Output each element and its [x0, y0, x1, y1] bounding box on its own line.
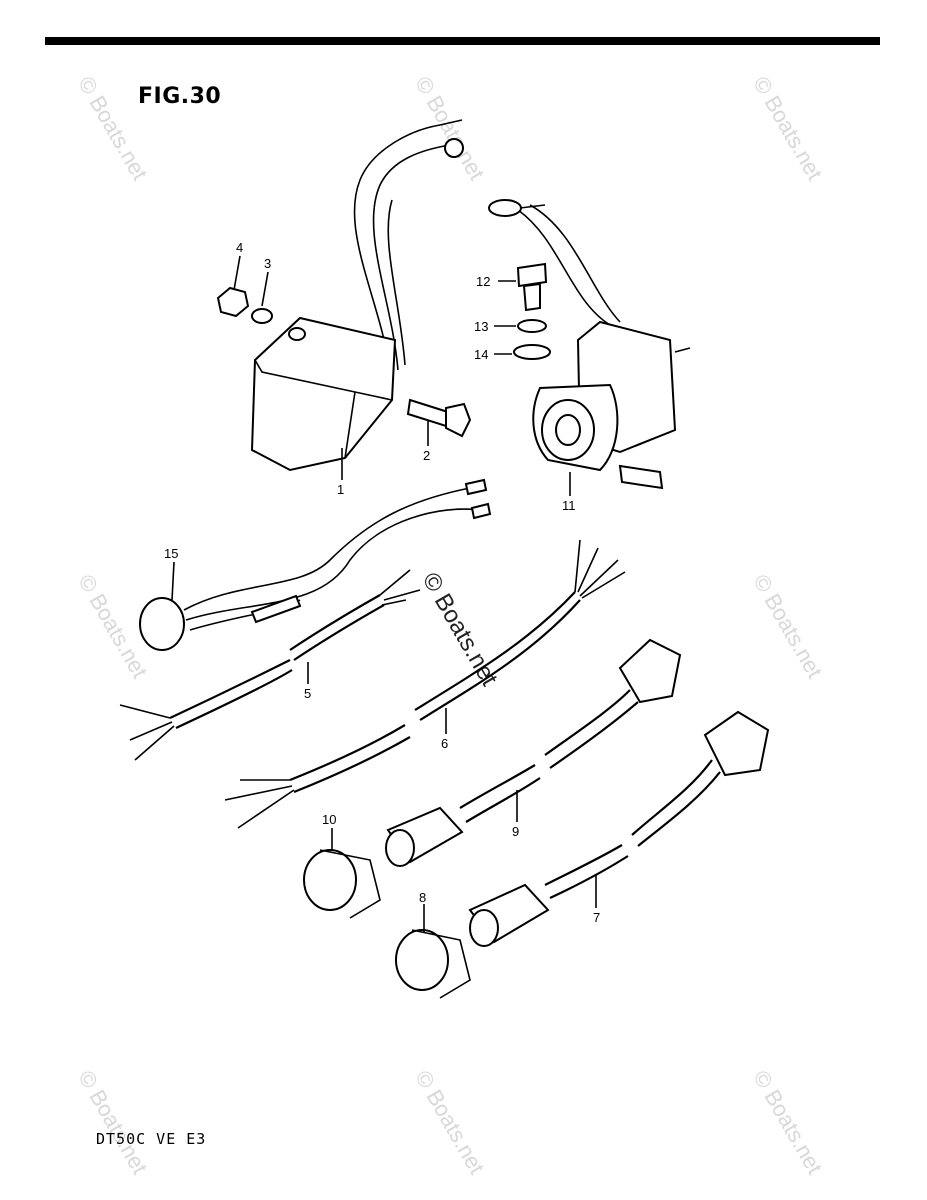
part-13-washer — [517, 319, 547, 333]
part-3-washer — [251, 308, 273, 324]
part-7-cable — [468, 710, 770, 947]
callout-6: 6 — [441, 736, 448, 751]
part-15-switch — [139, 478, 492, 651]
part-12-bolt — [516, 262, 548, 312]
part-10-cap — [303, 849, 381, 919]
part-14-washer — [513, 344, 551, 360]
callout-13: 13 — [474, 319, 488, 334]
callout-3: 3 — [264, 256, 271, 271]
callout-4: 4 — [236, 240, 243, 255]
callout-7: 7 — [593, 910, 600, 925]
callout-12: 12 — [476, 274, 490, 289]
model-code: DT50C VE E3 — [96, 1130, 207, 1148]
part-11-relay — [488, 199, 691, 490]
callout-1: 1 — [337, 482, 344, 497]
part-4-nut — [216, 286, 250, 318]
callout-14: 14 — [474, 347, 488, 362]
part-1-unit — [250, 119, 464, 472]
part-9-cable — [385, 638, 682, 867]
figure-title: FIG.30 — [138, 84, 222, 109]
top-border-bar — [45, 37, 880, 45]
part-6-harness — [224, 539, 626, 829]
callout-9: 9 — [512, 824, 519, 839]
callout-2: 2 — [423, 448, 430, 463]
part-5-harness — [119, 569, 421, 761]
callout-15: 15 — [164, 546, 178, 561]
callout-10: 10 — [322, 812, 336, 827]
callout-leaders — [171, 255, 597, 932]
part-2-bolt — [406, 398, 472, 438]
callout-5: 5 — [304, 686, 311, 701]
part-8-cap — [395, 929, 471, 999]
callout-11: 11 — [562, 498, 576, 513]
callout-8: 8 — [419, 890, 426, 905]
